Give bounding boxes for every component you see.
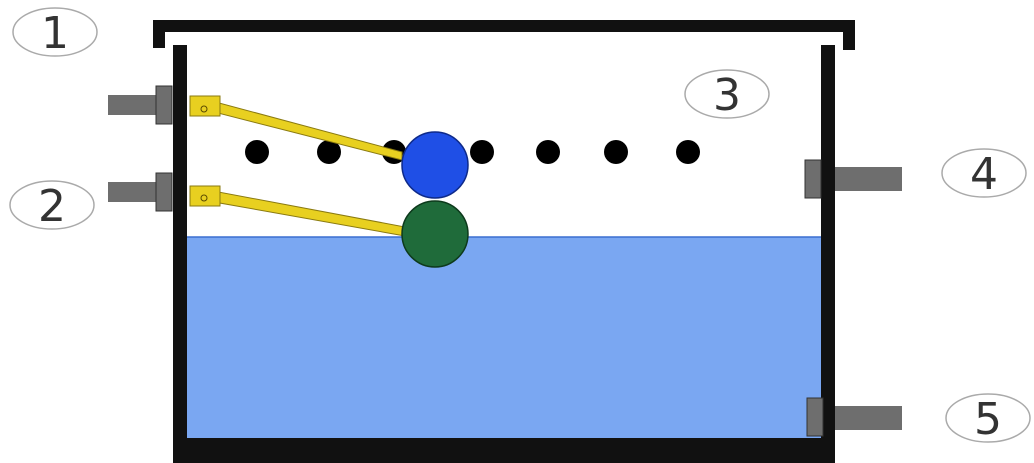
hinge-pin-upper	[200, 105, 208, 113]
tank-left-wall	[173, 45, 187, 463]
callout-2-oval	[9, 180, 95, 230]
callout-1-label: 1	[41, 8, 69, 59]
port-upper-right-flange	[804, 159, 822, 199]
callout-3: 3	[684, 69, 770, 121]
callout-2: 2	[9, 180, 95, 232]
callout-4-label: 4	[970, 149, 998, 200]
float-hinge-lower	[189, 185, 221, 207]
callout-5-label: 5	[974, 394, 1002, 445]
sensor-dot	[536, 140, 560, 164]
float-arm-lower	[207, 189, 406, 237]
tank-right-wall	[821, 45, 835, 463]
water	[187, 237, 821, 442]
sensor-dot	[245, 140, 269, 164]
port-lower-right-pipe	[835, 406, 902, 430]
callout-1-oval	[12, 7, 98, 57]
callout-1: 1	[12, 7, 98, 59]
sensor-dot	[317, 140, 341, 164]
port-upper-left-flange	[155, 85, 173, 125]
sensor-dot	[470, 140, 494, 164]
tank-lid	[153, 20, 855, 32]
hinge-pin-lower	[200, 194, 208, 202]
tank-bottom	[173, 438, 835, 463]
float-lower-green	[401, 200, 469, 268]
callout-5: 5	[945, 393, 1031, 445]
float-arm-upper	[207, 99, 403, 161]
port-upper-left-pipe	[108, 95, 158, 115]
port-lower-left-flange	[155, 172, 173, 212]
sensor-dot	[676, 140, 700, 164]
callout-4-oval	[941, 148, 1027, 198]
callout-4: 4	[941, 148, 1027, 200]
lid-right-lip	[843, 20, 855, 50]
sensor-dot	[604, 140, 628, 164]
callout-3-label: 3	[713, 70, 741, 121]
callout-2-label: 2	[38, 181, 66, 232]
callout-5-oval	[945, 393, 1031, 443]
port-upper-right-pipe	[835, 167, 902, 191]
port-lower-right-flange	[806, 397, 824, 437]
float-upper-blue	[401, 131, 469, 199]
port-lower-left-pipe	[108, 182, 158, 202]
callout-3-oval	[684, 69, 770, 119]
lid-left-lip	[153, 20, 165, 48]
